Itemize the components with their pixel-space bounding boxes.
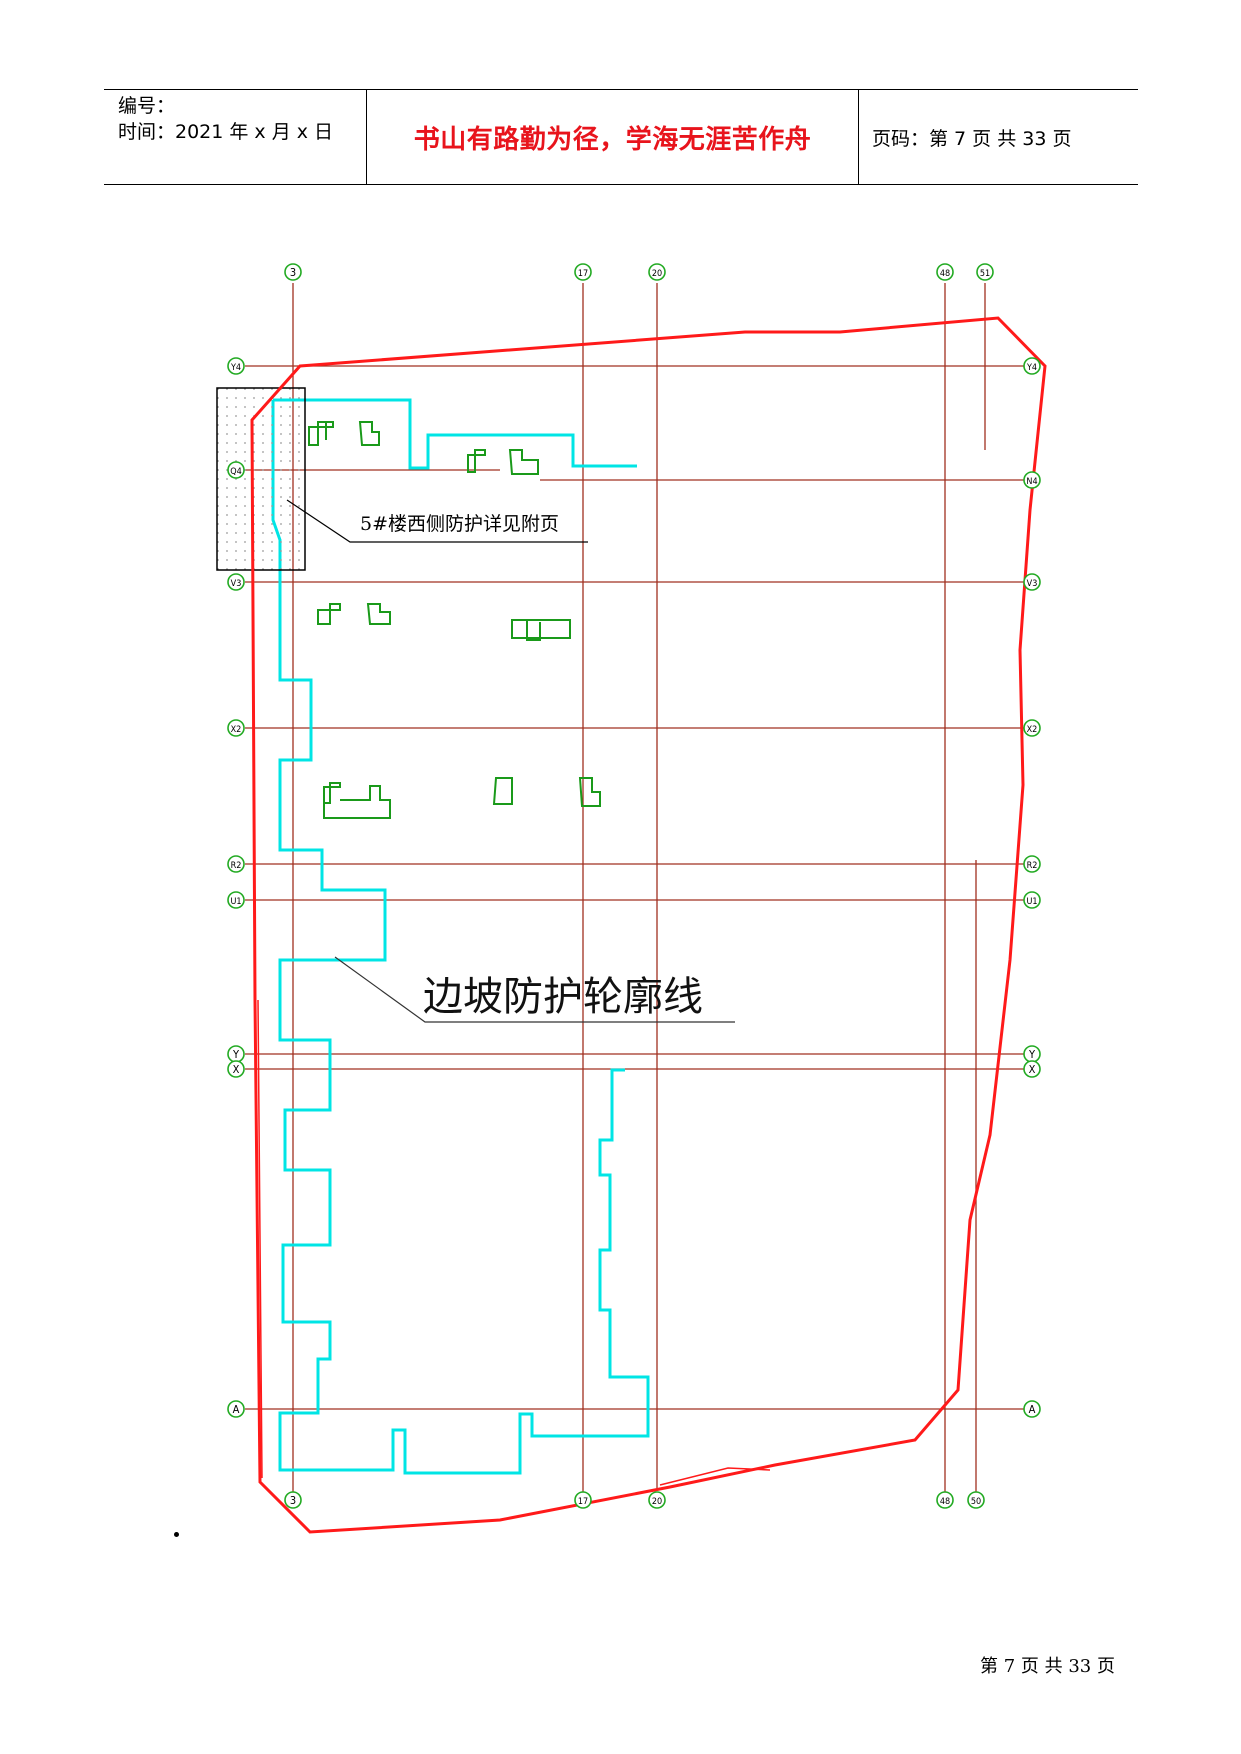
svg-text:Y4: Y4 [230, 363, 241, 373]
document-time: 时间：2021 年 x 月 x 日 [118, 121, 334, 143]
slope-protection-outline-main [271, 400, 650, 1475]
building [308, 421, 334, 446]
building [511, 619, 571, 641]
axis-bubble-bottom: 20 [648, 1491, 666, 1509]
axis-bubble-left: X [227, 1060, 245, 1078]
site-boundary-inner [257, 999, 771, 1486]
page-footer: 第 7 页 共 33 页 [980, 1656, 1115, 1677]
svg-text:R2: R2 [231, 861, 242, 871]
axis-bubble-left: U1 [227, 891, 245, 909]
slope-outline-label: 边坡防护轮廓线 [423, 974, 703, 1020]
axis-bubble-left: A [227, 1400, 245, 1418]
bullet-dot [174, 1532, 179, 1537]
building [578, 777, 601, 807]
axis-bubble-right: R2 [1023, 855, 1041, 873]
building [358, 421, 380, 446]
building [492, 777, 513, 805]
svg-text:Q4: Q4 [230, 467, 242, 477]
svg-text:Y: Y [1028, 1048, 1036, 1061]
building [467, 449, 486, 473]
svg-text:20: 20 [652, 1497, 662, 1507]
slope-protection-outline-top [273, 398, 637, 470]
axis-bubble-right: Y4 [1023, 357, 1041, 375]
svg-text:17: 17 [578, 1497, 588, 1507]
svg-text:X: X [233, 1063, 240, 1076]
west-protection-zone [216, 387, 306, 571]
leader-line-slope [334, 956, 735, 1023]
svg-text:A: A [1029, 1403, 1036, 1416]
axis-bubble-right: V3 [1023, 573, 1041, 591]
svg-text:48: 48 [940, 269, 950, 279]
svg-text:V3: V3 [1027, 579, 1038, 589]
header-page-cell: 页码：第 7 页 共 33 页 [860, 90, 1138, 184]
axis-bubble-left: Y [227, 1045, 245, 1063]
axis-bubble-left: Q4 [227, 461, 245, 479]
svg-text:V3: V3 [231, 579, 242, 589]
svg-text:X2: X2 [231, 725, 242, 735]
axis-bubble-bottom: 3 [284, 1491, 302, 1509]
axis-bubble-right: X2 [1023, 719, 1041, 737]
axis-bubble-top: 48 [936, 263, 954, 281]
building [508, 449, 539, 475]
header-meta-cell: 编号： 时间：2021 年 x 月 x 日 [104, 90, 367, 184]
svg-text:U1: U1 [1026, 897, 1037, 907]
header-motto: 书山有路勤为径，学海无涯苦作舟 [413, 124, 812, 155]
svg-text:20: 20 [652, 269, 662, 279]
axis-bubble-top: 20 [648, 263, 666, 281]
site-boundary [250, 316, 1047, 1534]
axis-bubble-left: R2 [227, 855, 245, 873]
svg-text:A: A [233, 1403, 240, 1416]
axis-bubble-bottom: 50 [967, 1491, 985, 1509]
svg-text:R2: R2 [1027, 861, 1038, 871]
svg-text:3: 3 [290, 266, 296, 279]
svg-text:17: 17 [578, 269, 588, 279]
svg-text:X2: X2 [1027, 725, 1038, 735]
axis-bubble-left: V3 [227, 573, 245, 591]
document-number-label: 编号： [118, 95, 176, 117]
west-protection-note: 5#楼西侧防护详见附页 [360, 513, 559, 535]
axis-bubble-right: A [1023, 1400, 1041, 1418]
svg-text:X: X [1029, 1063, 1036, 1076]
axis-bubble-top: 51 [976, 263, 994, 281]
axis-bubble-right: X [1023, 1060, 1041, 1078]
buildings [308, 421, 601, 819]
svg-text:U1: U1 [230, 897, 241, 907]
svg-text:Y4: Y4 [1026, 363, 1037, 373]
svg-text:Y: Y [232, 1048, 240, 1061]
grid-lines [245, 283, 1025, 1492]
svg-text:51: 51 [980, 269, 990, 279]
svg-text:3: 3 [290, 1494, 296, 1507]
svg-text:48: 48 [940, 1497, 950, 1507]
building [366, 603, 391, 625]
leader-line-west [286, 499, 588, 543]
header-page-info: 页码：第 7 页 共 33 页 [872, 127, 1072, 150]
svg-text:N4: N4 [1026, 477, 1037, 487]
svg-text:50: 50 [971, 1497, 981, 1507]
axis-bubble-right: U1 [1023, 891, 1041, 909]
axis-bubble-bottom: 17 [574, 1491, 592, 1509]
building [317, 603, 341, 625]
building [323, 782, 391, 819]
axis-bubble-top: 3 [284, 263, 302, 281]
axis-bubble-top: 17 [574, 263, 592, 281]
axis-bubble-left: Y4 [227, 357, 245, 375]
header-motto-cell: 书山有路勤为径，学海无涯苦作舟 [367, 90, 859, 184]
axis-bubble-bottom: 48 [936, 1491, 954, 1509]
page-header: 编号： 时间：2021 年 x 月 x 日 书山有路勤为径，学海无涯苦作舟 页码… [104, 89, 1138, 185]
axis-bubble-right: Y [1023, 1045, 1041, 1063]
axis-bubble-right: N4 [1023, 471, 1041, 489]
axis-bubble-left: X2 [227, 719, 245, 737]
